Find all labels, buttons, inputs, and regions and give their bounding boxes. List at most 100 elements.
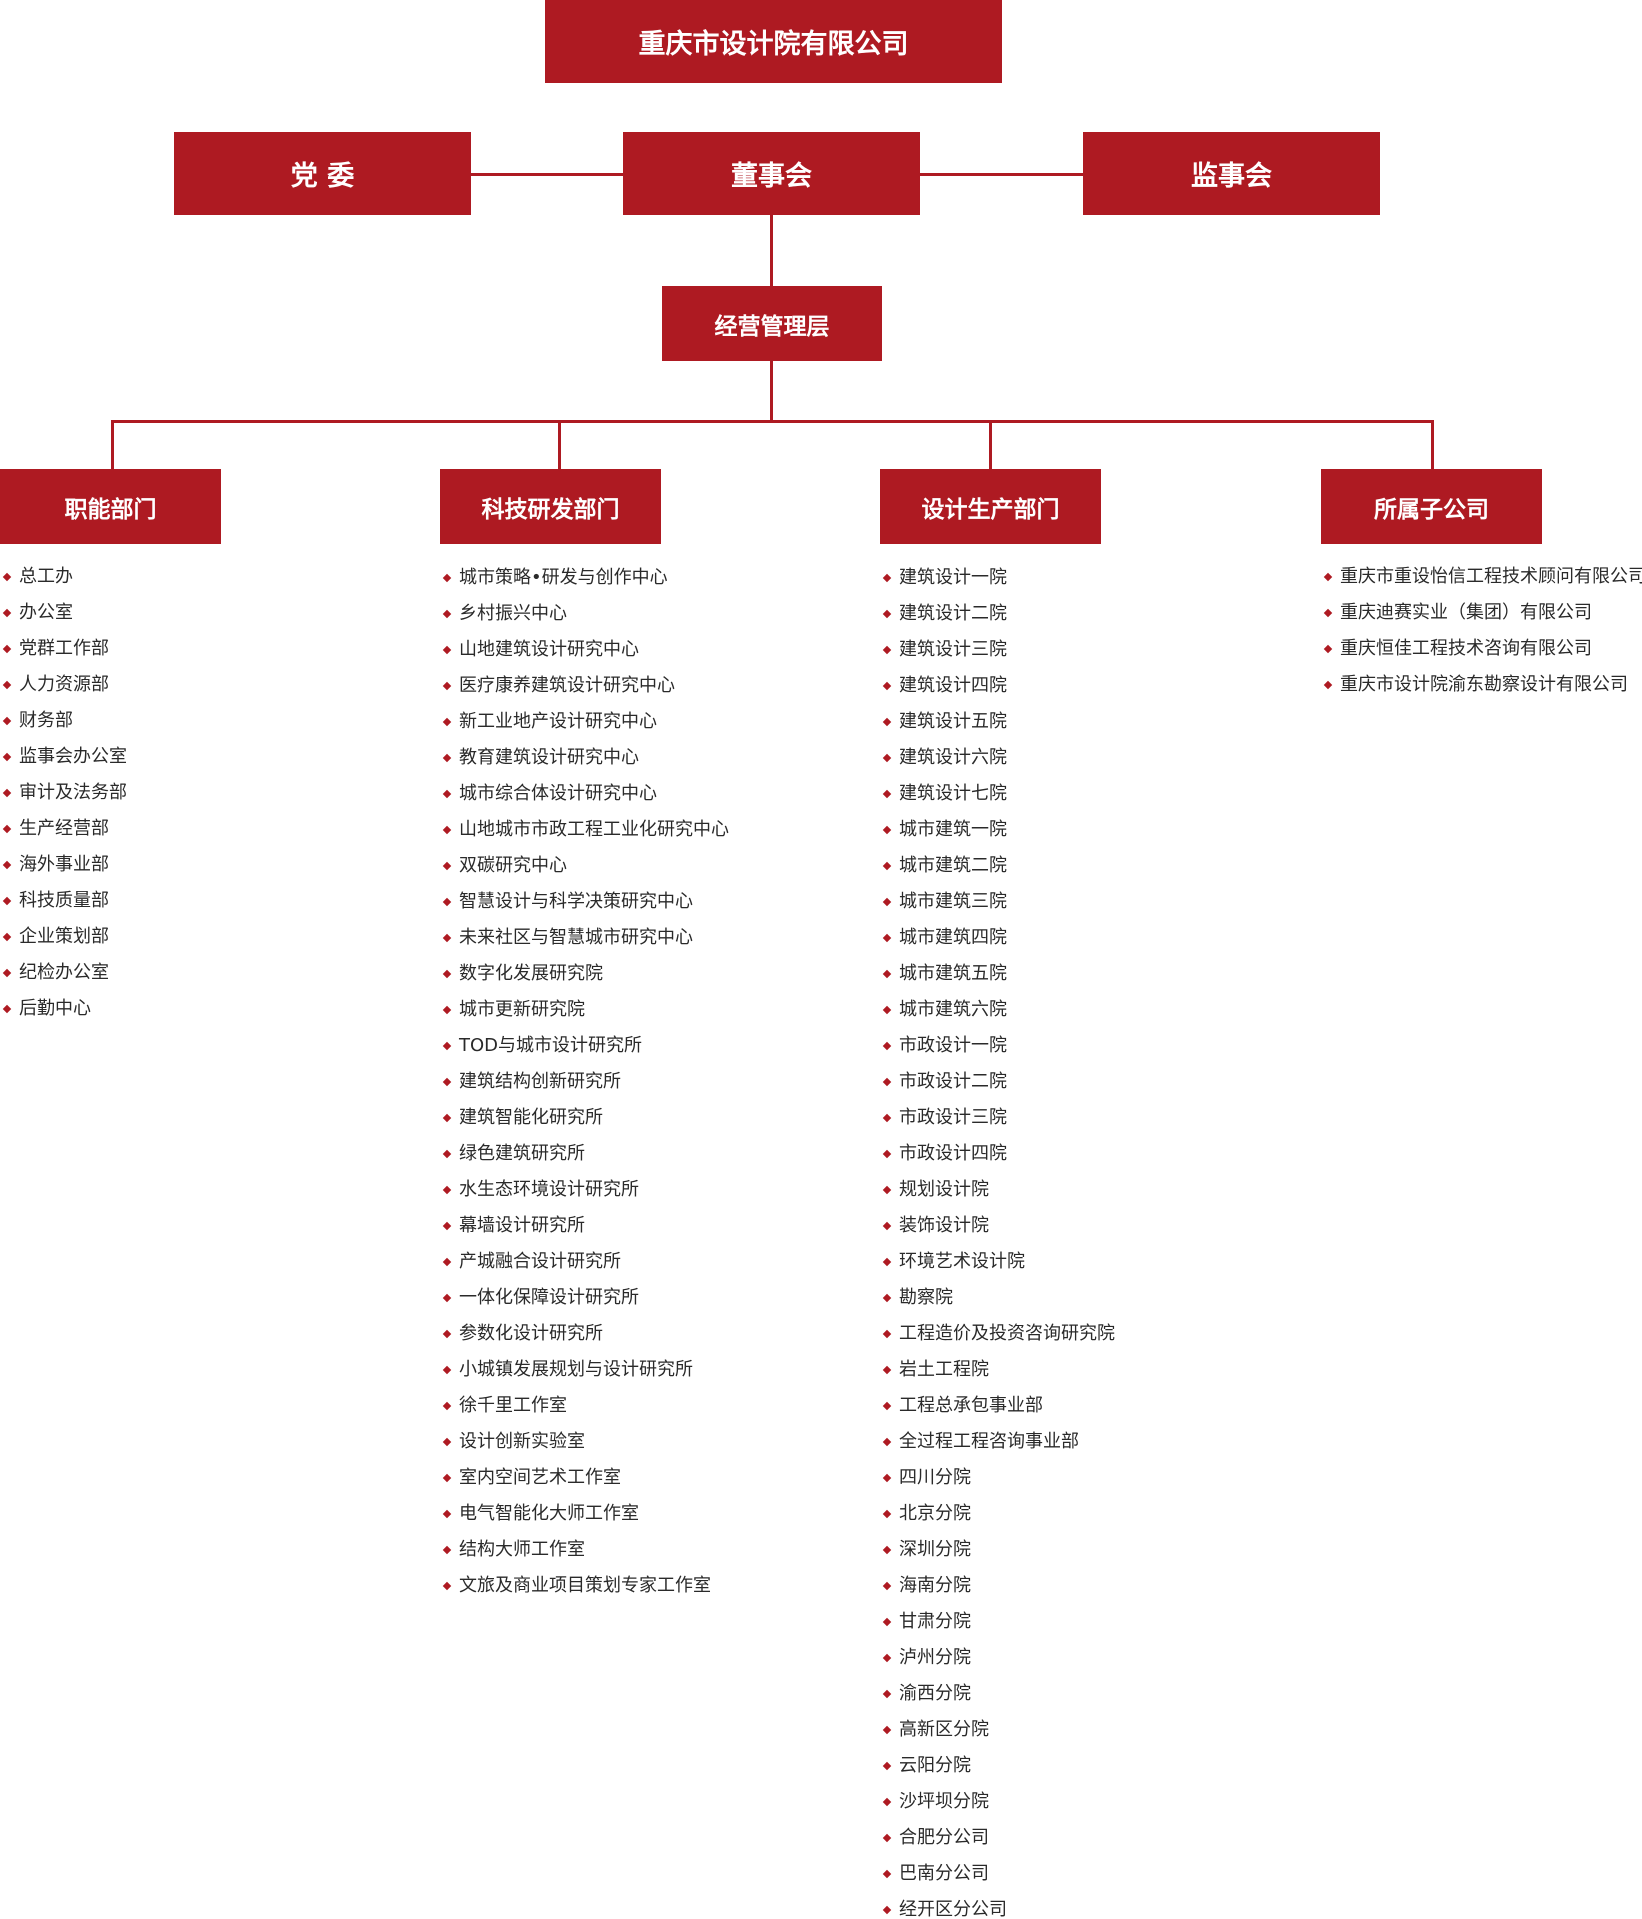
diamond-bullet-icon	[442, 753, 452, 763]
diamond-bullet-icon	[1323, 572, 1333, 582]
diamond-bullet-icon	[882, 1077, 892, 1087]
list-item: 乡村振兴中心	[440, 596, 729, 632]
connector-drop-functional	[111, 420, 114, 470]
diamond-bullet-icon	[442, 1581, 452, 1591]
connector-board-supervisors	[918, 173, 1083, 176]
list-item-label: 重庆恒佳工程技术咨询有限公司	[1340, 638, 1592, 659]
dept-title: 职能部门	[64, 496, 157, 523]
diamond-bullet-icon	[1323, 608, 1333, 618]
diamond-bullet-icon	[2, 824, 12, 834]
diamond-bullet-icon	[442, 789, 452, 799]
list-item-label: 监事会办公室	[19, 746, 127, 767]
diamond-bullet-icon	[442, 1041, 452, 1051]
diamond-bullet-icon	[2, 716, 12, 726]
dept-header-subsidiary: 所属子公司	[1321, 469, 1542, 544]
list-item-label: 合肥分公司	[899, 1827, 989, 1848]
list-item-label: 未来社区与智慧城市研究中心	[459, 927, 693, 948]
diamond-bullet-icon	[442, 1545, 452, 1555]
diamond-bullet-icon	[882, 825, 892, 835]
list-item: 徐千里工作室	[440, 1388, 729, 1424]
list-item-label: 城市策略•研发与创作中心	[459, 567, 668, 588]
list-item: 电气智能化大师工作室	[440, 1496, 729, 1532]
diamond-bullet-icon	[882, 609, 892, 619]
diamond-bullet-icon	[882, 1329, 892, 1339]
list-item-label: 勘察院	[899, 1287, 953, 1308]
list-item: 勘察院	[880, 1280, 1115, 1316]
list-item-label: 岩土工程院	[899, 1359, 989, 1380]
diamond-bullet-icon	[442, 1293, 452, 1303]
list-item-label: 四川分院	[899, 1467, 971, 1488]
diamond-bullet-icon	[442, 1509, 452, 1519]
diamond-bullet-icon	[882, 1581, 892, 1591]
list-item-label: 建筑设计四院	[899, 675, 1007, 696]
list-item-label: 一体化保障设计研究所	[459, 1287, 639, 1308]
list-item: 巴南分公司	[880, 1856, 1115, 1892]
diamond-bullet-icon	[442, 933, 452, 943]
connector-board-management	[770, 214, 773, 286]
list-item-label: 建筑设计三院	[899, 639, 1007, 660]
list-item-label: 智慧设计与科学决策研究中心	[459, 891, 693, 912]
list-item-label: 产城融合设计研究所	[459, 1251, 621, 1272]
list-item-label: 建筑结构创新研究所	[459, 1071, 621, 1092]
list-item: 岩土工程院	[880, 1352, 1115, 1388]
list-item: 建筑设计七院	[880, 776, 1115, 812]
list-item: 一体化保障设计研究所	[440, 1280, 729, 1316]
diamond-bullet-icon	[442, 1077, 452, 1087]
list-item-label: 北京分院	[899, 1503, 971, 1524]
list-item: 环境艺术设计院	[880, 1244, 1115, 1280]
list-item: 城市建筑五院	[880, 956, 1115, 992]
diamond-bullet-icon	[442, 1473, 452, 1483]
list-item: 海外事业部	[0, 847, 127, 883]
list-item-label: 城市建筑五院	[899, 963, 1007, 984]
list-item-label: 城市建筑一院	[899, 819, 1007, 840]
list-item-label: 审计及法务部	[19, 782, 127, 803]
diamond-bullet-icon	[442, 861, 452, 871]
diamond-bullet-icon	[882, 1221, 892, 1231]
list-item-label: 徐千里工作室	[459, 1395, 567, 1416]
diamond-bullet-icon	[442, 573, 452, 583]
list-item-label: 山地建筑设计研究中心	[459, 639, 639, 660]
diamond-bullet-icon	[442, 1329, 452, 1339]
list-item: 数字化发展研究院	[440, 956, 729, 992]
list-item: 城市综合体设计研究中心	[440, 776, 729, 812]
diamond-bullet-icon	[882, 1401, 892, 1411]
list-item: 渝西分院	[880, 1676, 1115, 1712]
list-item: 文旅及商业项目策划专家工作室	[440, 1568, 729, 1604]
list-item-label: 全过程工程咨询事业部	[899, 1431, 1079, 1452]
list-item: 智慧设计与科学决策研究中心	[440, 884, 729, 920]
party-committee-label: 党 委	[290, 161, 355, 192]
diamond-bullet-icon	[442, 1221, 452, 1231]
diamond-bullet-icon	[442, 1185, 452, 1195]
list-item-label: 工程总承包事业部	[899, 1395, 1043, 1416]
diamond-bullet-icon	[442, 825, 452, 835]
diamond-bullet-icon	[882, 1833, 892, 1843]
list-item: 参数化设计研究所	[440, 1316, 729, 1352]
list-item: 四川分院	[880, 1460, 1115, 1496]
diamond-bullet-icon	[882, 1653, 892, 1663]
list-item-label: 生产经营部	[19, 818, 109, 839]
list-item: 建筑设计四院	[880, 668, 1115, 704]
list-item: 建筑结构创新研究所	[440, 1064, 729, 1100]
list-item: 市政设计二院	[880, 1064, 1115, 1100]
list-item-label: 城市建筑六院	[899, 999, 1007, 1020]
list-item-label: 城市更新研究院	[459, 999, 585, 1020]
list-item-label: 沙坪坝分院	[899, 1791, 989, 1812]
diamond-bullet-icon	[442, 969, 452, 979]
list-item-label: TOD与城市设计研究所	[459, 1035, 643, 1056]
dept-list-subsidiary: 重庆市重设怡信工程技术顾问有限公司重庆迪赛实业（集团）有限公司重庆恒佳工程技术咨…	[1321, 559, 1642, 703]
diamond-bullet-icon	[442, 897, 452, 907]
list-item: 绿色建筑研究所	[440, 1136, 729, 1172]
list-item-label: 建筑设计一院	[899, 567, 1007, 588]
list-item: 城市建筑一院	[880, 812, 1115, 848]
list-item-label: 工程造价及投资咨询研究院	[899, 1323, 1115, 1344]
list-item-label: 文旅及商业项目策划专家工作室	[459, 1575, 711, 1596]
list-item: 建筑设计五院	[880, 704, 1115, 740]
list-item: 规划设计院	[880, 1172, 1115, 1208]
diamond-bullet-icon	[882, 1905, 892, 1915]
list-item-label: 市政设计二院	[899, 1071, 1007, 1092]
list-item: 合肥分公司	[880, 1820, 1115, 1856]
diamond-bullet-icon	[2, 968, 12, 978]
list-item-label: 绿色建筑研究所	[459, 1143, 585, 1164]
list-item-label: 建筑设计五院	[899, 711, 1007, 732]
diamond-bullet-icon	[882, 1509, 892, 1519]
